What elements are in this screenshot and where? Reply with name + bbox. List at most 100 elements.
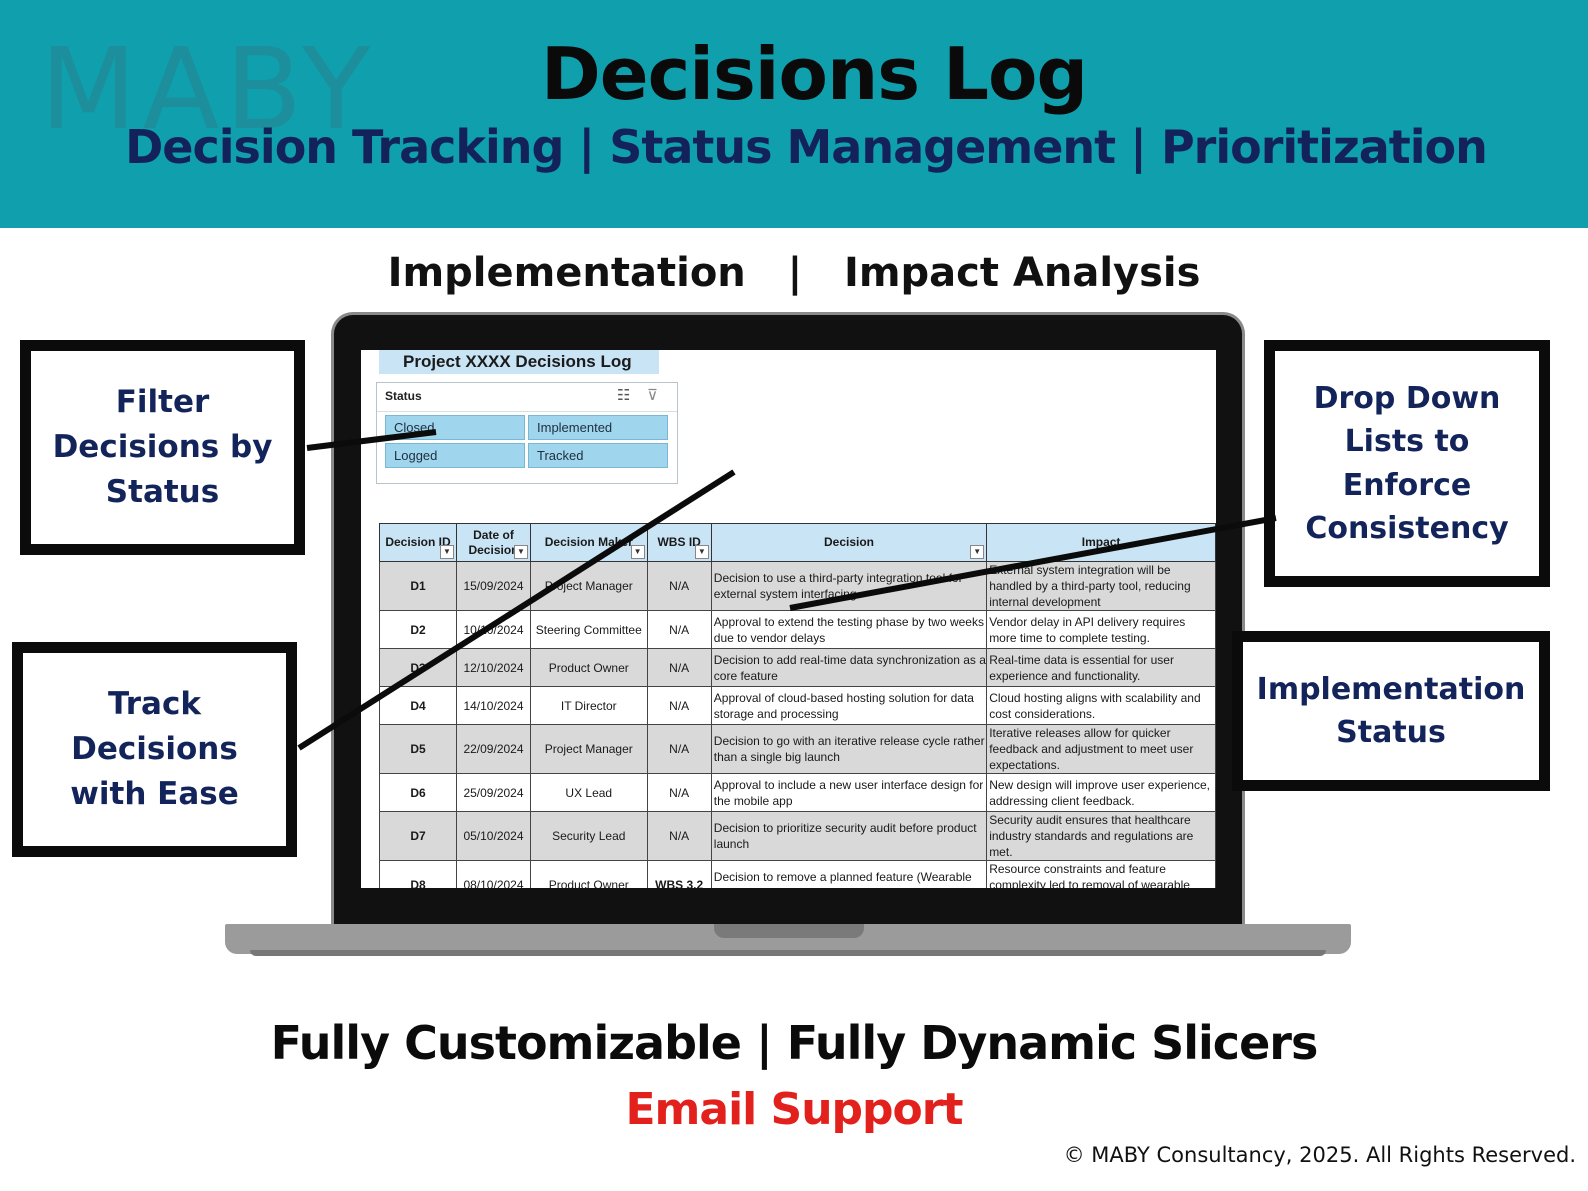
decision-cell[interactable]: Approval to extend the testing phase by … xyxy=(710,610,988,649)
impact-cell[interactable]: Iterative releases allow for quicker fee… xyxy=(986,724,1216,774)
wbs-id-cell[interactable]: N/A xyxy=(646,686,712,725)
date-cell[interactable]: 08/10/2024 xyxy=(455,860,531,888)
column-header[interactable]: Decision Maker▼ xyxy=(529,523,648,562)
callout-dropdown: Drop Down Lists to Enforce Consistency xyxy=(1264,340,1550,587)
maby-logo: MABY xyxy=(40,25,377,155)
decision-maker-cell[interactable]: IT Director xyxy=(529,686,648,725)
slicer-item-tracked[interactable]: Tracked xyxy=(528,443,668,468)
dropdown-arrow-icon[interactable]: ▼ xyxy=(694,545,709,559)
column-header-label: Decision xyxy=(823,535,874,549)
impact-cell[interactable]: Real-time data is essential for user exp… xyxy=(986,648,1216,687)
column-header-label: Date of Decision xyxy=(468,527,519,557)
laptop-base-shadow xyxy=(250,950,1326,956)
decision-maker-cell[interactable]: Project Manager xyxy=(529,561,648,611)
decision-id-cell[interactable]: D8 xyxy=(379,860,457,888)
decision-cell[interactable]: Decision to go with an iterative release… xyxy=(710,724,988,774)
wbs-id-cell[interactable]: N/A xyxy=(646,610,712,649)
copyright-notice: © MABY Consultancy, 2025. All Rights Res… xyxy=(1063,1143,1576,1167)
impact-cell[interactable]: New design will improve user experience,… xyxy=(986,773,1216,812)
decision-cell[interactable]: Decision to remove a planned feature (We… xyxy=(710,860,988,888)
date-cell[interactable]: 14/10/2024 xyxy=(455,686,531,725)
column-header[interactable]: Decision ▼ xyxy=(710,523,988,562)
date-cell[interactable]: 05/10/2024 xyxy=(455,811,531,861)
callout-filter-text: Filter Decisions by Status xyxy=(52,384,273,510)
slicer-item-implemented[interactable]: Implemented xyxy=(528,415,668,440)
slicer-item-logged[interactable]: Logged xyxy=(385,443,525,468)
impact-cell[interactable]: Security audit ensures that healthcare i… xyxy=(986,811,1216,861)
clear-filter-icon[interactable]: ⊽ xyxy=(647,387,658,404)
date-cell[interactable]: 12/10/2024 xyxy=(455,648,531,687)
decision-maker-cell[interactable]: Project Manager xyxy=(529,724,648,774)
decision-maker-cell[interactable]: Security Lead xyxy=(529,811,648,861)
column-header[interactable]: Decision ID▼ xyxy=(379,523,457,562)
slicer-divider xyxy=(377,411,677,412)
slicer-item-closed[interactable]: Closed xyxy=(385,415,525,440)
callout-filter: Filter Decisions by Status xyxy=(20,340,305,555)
wbs-id-cell[interactable]: WBS 3.2 xyxy=(646,860,712,888)
decision-cell[interactable]: Approval of cloud-based hosting solution… xyxy=(710,686,988,725)
wbs-id-cell[interactable]: N/A xyxy=(646,773,712,812)
date-cell[interactable]: 15/09/2024 xyxy=(455,561,531,611)
decision-id-cell[interactable]: D1 xyxy=(379,561,457,611)
table-header-row: Decision ID▼ Date of Decision▼ Decision … xyxy=(379,523,1216,562)
column-header-label: Decision Maker xyxy=(544,535,633,549)
column-header-label: Impact xyxy=(1081,535,1121,549)
decision-maker-cell[interactable]: Steering Committee xyxy=(529,610,648,649)
header-banner: MABY Decisions Log Decision Tracking | S… xyxy=(0,0,1588,228)
footer-features: Fully Customizable | Fully Dynamic Slice… xyxy=(270,1016,1319,1070)
page-title: Decisions Log xyxy=(540,32,1088,116)
decision-id-cell[interactable]: D5 xyxy=(379,724,457,774)
impact-cell[interactable]: External system integration will be hand… xyxy=(986,561,1216,611)
decision-maker-cell[interactable]: Product Owner xyxy=(529,648,648,687)
decision-id-cell[interactable]: D4 xyxy=(379,686,457,725)
page-subtitle: Decision Tracking | Status Management | … xyxy=(125,120,1488,174)
multi-select-icon[interactable]: ☷ xyxy=(617,387,631,404)
decision-cell[interactable]: Decision to use a third-party integratio… xyxy=(710,561,988,611)
dropdown-arrow-icon[interactable]: ▼ xyxy=(630,545,645,559)
decision-id-cell[interactable]: D2 xyxy=(379,610,457,649)
wbs-id-cell[interactable]: N/A xyxy=(646,724,712,774)
footer-support: Email Support xyxy=(625,1084,963,1135)
decision-id-cell[interactable]: D6 xyxy=(379,773,457,812)
date-cell[interactable]: 25/09/2024 xyxy=(455,773,531,812)
callout-implementation-text: Implementation Status xyxy=(1256,671,1526,751)
decision-cell[interactable]: Approval to include a new user interface… xyxy=(710,773,988,812)
sheet-title: Project XXXX Decisions Log xyxy=(379,350,659,374)
column-header[interactable]: Impact xyxy=(986,523,1216,562)
column-header[interactable]: Date of Decision▼ xyxy=(455,523,531,562)
wbs-id-cell[interactable]: N/A xyxy=(646,648,712,687)
date-cell[interactable]: 10/10/2024 xyxy=(455,610,531,649)
dropdown-arrow-icon[interactable]: ▼ xyxy=(439,545,454,559)
decision-id-cell[interactable]: D7 xyxy=(379,811,457,861)
decision-id-cell[interactable]: D3 xyxy=(379,648,457,687)
column-header[interactable]: WBS ID▼ xyxy=(646,523,712,562)
impact-cell[interactable]: Cloud hosting aligns with scalability an… xyxy=(986,686,1216,725)
callout-implementation: Implementation Status xyxy=(1232,631,1550,791)
laptop-notch xyxy=(714,924,864,938)
date-cell[interactable]: 22/09/2024 xyxy=(455,724,531,774)
callout-track-text: Track Decisions with Ease xyxy=(70,686,239,812)
decision-cell[interactable]: Decision to prioritize security audit be… xyxy=(710,811,988,861)
callout-track: Track Decisions with Ease xyxy=(12,642,297,857)
status-slicer: Status ☷ ⊽ Closed Implemented Logged Tra… xyxy=(376,382,678,484)
dropdown-arrow-icon[interactable]: ▼ xyxy=(513,545,528,559)
decision-maker-cell[interactable]: UX Lead xyxy=(529,773,648,812)
slicer-header: Status xyxy=(385,389,422,403)
impact-cell[interactable]: Vendor delay in API delivery requires mo… xyxy=(986,610,1216,649)
dropdown-arrow-icon[interactable]: ▼ xyxy=(970,545,985,559)
impact-cell[interactable]: Resource constraints and feature complex… xyxy=(986,860,1216,888)
decision-cell[interactable]: Decision to add real-time data synchroni… xyxy=(710,648,988,687)
wbs-id-cell[interactable]: N/A xyxy=(646,811,712,861)
decision-maker-cell[interactable]: Product Owner xyxy=(529,860,648,888)
spreadsheet-view: Project XXXX Decisions Log Status ☷ ⊽ Cl… xyxy=(361,350,1216,888)
wbs-id-cell[interactable]: N/A xyxy=(646,561,712,611)
decisions-table: Decision ID▼ Date of Decision▼ Decision … xyxy=(379,523,1216,888)
